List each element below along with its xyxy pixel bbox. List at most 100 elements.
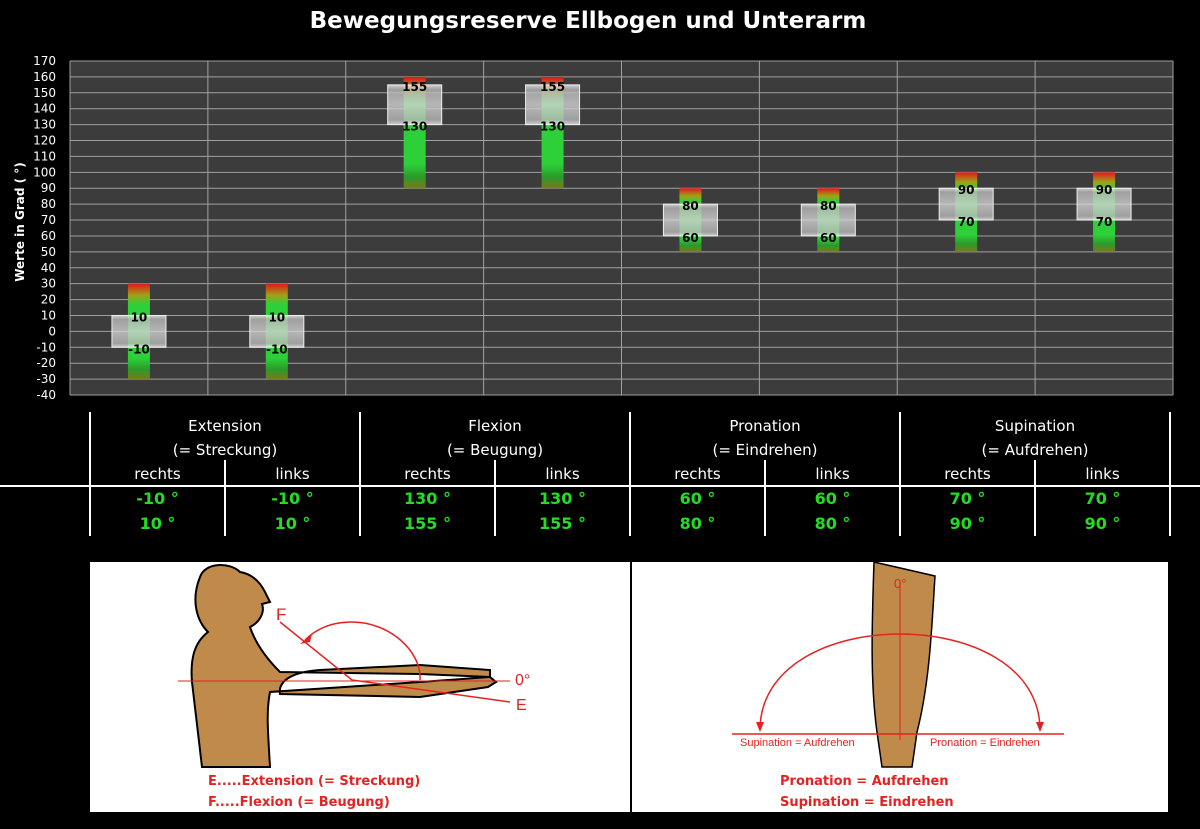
supination-direction-label: Supination = Aufdrehen <box>740 737 855 749</box>
side-label: rechts <box>404 465 451 483</box>
movement-name: Flexion <box>468 417 522 435</box>
value-cell: -10 ° <box>136 489 179 508</box>
caption-flexion: F.....Flexion (= Beugung) <box>208 795 390 810</box>
y-tick-label: 80 <box>41 197 56 211</box>
normal-range-box <box>800 203 856 237</box>
movement-description: (= Eindrehen) <box>712 441 818 459</box>
zero-degree-label: 0° <box>894 576 906 591</box>
y-tick-label: 30 <box>41 277 56 291</box>
table-group-divider <box>629 412 631 536</box>
normal-range-box <box>387 84 443 126</box>
lower-value-label: 70 <box>1096 215 1113 229</box>
value-cell: 130 ° <box>539 489 586 508</box>
lower-value-label: -10 <box>128 342 150 356</box>
y-tick-label: 40 <box>41 261 56 275</box>
side-label: links <box>275 465 310 483</box>
y-tick-label: 20 <box>41 293 56 307</box>
torso-shape <box>190 564 498 768</box>
lower-value-label: -10 <box>266 342 288 356</box>
caption-pronation: Pronation = Aufdrehen <box>780 774 949 789</box>
y-tick-label: 70 <box>41 213 56 227</box>
y-tick-label: 0 <box>48 324 56 338</box>
upper-value-label: 155 <box>540 80 565 94</box>
table-group-divider <box>89 412 91 536</box>
side-label: links <box>815 465 850 483</box>
table-group-divider <box>1169 412 1171 536</box>
extension-line <box>351 679 511 703</box>
value-cell: 60 ° <box>814 489 851 508</box>
normal-range-box <box>1076 187 1132 221</box>
y-tick-label: 140 <box>33 102 56 116</box>
value-cell: 70 ° <box>1084 489 1121 508</box>
value-cell: 70 ° <box>949 489 986 508</box>
forearm-shape <box>871 562 936 768</box>
forearm-illustration-panel: 0° Supination = Aufdrehen Pronation = Ei… <box>632 562 1168 812</box>
category-group: 10 -10 <box>111 283 167 380</box>
forearm-rotation-figure: 0° Supination = Aufdrehen Pronation = Ei… <box>732 562 1064 768</box>
upper-value-label: 80 <box>820 199 837 213</box>
table-side-divider <box>1034 460 1036 536</box>
lower-value-label: 60 <box>820 231 837 245</box>
zero-degree-label: 0° <box>515 672 530 689</box>
y-tick-label: 110 <box>33 149 56 163</box>
pronation-direction-label: Pronation = Eindrehen <box>930 737 1040 749</box>
y-tick-label: 100 <box>33 165 56 179</box>
movement-description: (= Aufdrehen) <box>981 441 1089 459</box>
upper-value-label: 155 <box>402 80 427 94</box>
y-tick-label: -10 <box>36 340 56 354</box>
value-cell: 10 ° <box>274 514 311 533</box>
arc-arrow-icon <box>300 634 312 644</box>
value-cell: 90 ° <box>949 514 986 533</box>
motion-arc <box>304 621 421 681</box>
y-tick-label: 50 <box>41 245 56 259</box>
movement-description: (= Beugung) <box>446 441 544 459</box>
normal-range-box <box>111 314 167 348</box>
value-cell: 155 ° <box>404 514 451 533</box>
elbow-illustration-panel: F 0° E E.....Extension (= Streckung) F..… <box>90 562 630 812</box>
flexion-line <box>279 621 353 681</box>
movement-description: (= Streckung) <box>172 441 278 459</box>
value-cell: 90 ° <box>1084 514 1121 533</box>
extension-letter: E <box>516 697 527 714</box>
y-tick-label: -30 <box>36 372 56 386</box>
flexion-letter: F <box>276 605 286 624</box>
y-tick-label: 60 <box>41 229 56 243</box>
y-tick-label: 90 <box>41 181 56 195</box>
table-side-divider <box>494 460 496 536</box>
movement-name: Pronation <box>729 417 801 435</box>
left-arrow-icon <box>756 722 764 732</box>
y-tick-label: 150 <box>33 86 56 100</box>
side-label: links <box>545 465 580 483</box>
category-group: 10-10 <box>249 283 305 380</box>
side-label: links <box>1085 465 1120 483</box>
upper-value-label: 10 <box>131 310 148 324</box>
lower-value-label: 70 <box>958 215 975 229</box>
table-side-divider <box>224 460 226 536</box>
range-bar-chart: -40-30-20-100102030405060708090100110120… <box>33 54 1174 402</box>
movement-name: Extension <box>188 417 262 435</box>
table-group-divider <box>899 412 901 536</box>
side-label: rechts <box>944 465 991 483</box>
chart-title: Bewegungsreserve Ellbogen und Unterarm <box>309 8 867 34</box>
value-cell: 130 ° <box>404 489 451 508</box>
y-tick-label: 130 <box>33 118 56 132</box>
lower-value-label: 60 <box>682 231 699 245</box>
table-group-divider <box>359 412 361 536</box>
value-cell: 80 ° <box>814 514 851 533</box>
normal-range-box <box>938 187 994 221</box>
rotation-arc <box>759 633 1041 731</box>
y-tick-label: -20 <box>36 356 56 370</box>
arm-extension-flexion-figure: F 0° E <box>178 564 530 768</box>
normal-range-box <box>525 84 581 126</box>
normal-range-box <box>662 203 718 237</box>
values-table: Extension (= Streckung) rechts -10 ° 10 ° lin… <box>0 412 1200 540</box>
y-tick-label: -40 <box>36 388 56 402</box>
value-cell: 10 ° <box>139 514 176 533</box>
category-group: 80 60 <box>800 188 856 252</box>
table-side-divider <box>764 460 766 536</box>
normal-range-box <box>249 314 305 348</box>
